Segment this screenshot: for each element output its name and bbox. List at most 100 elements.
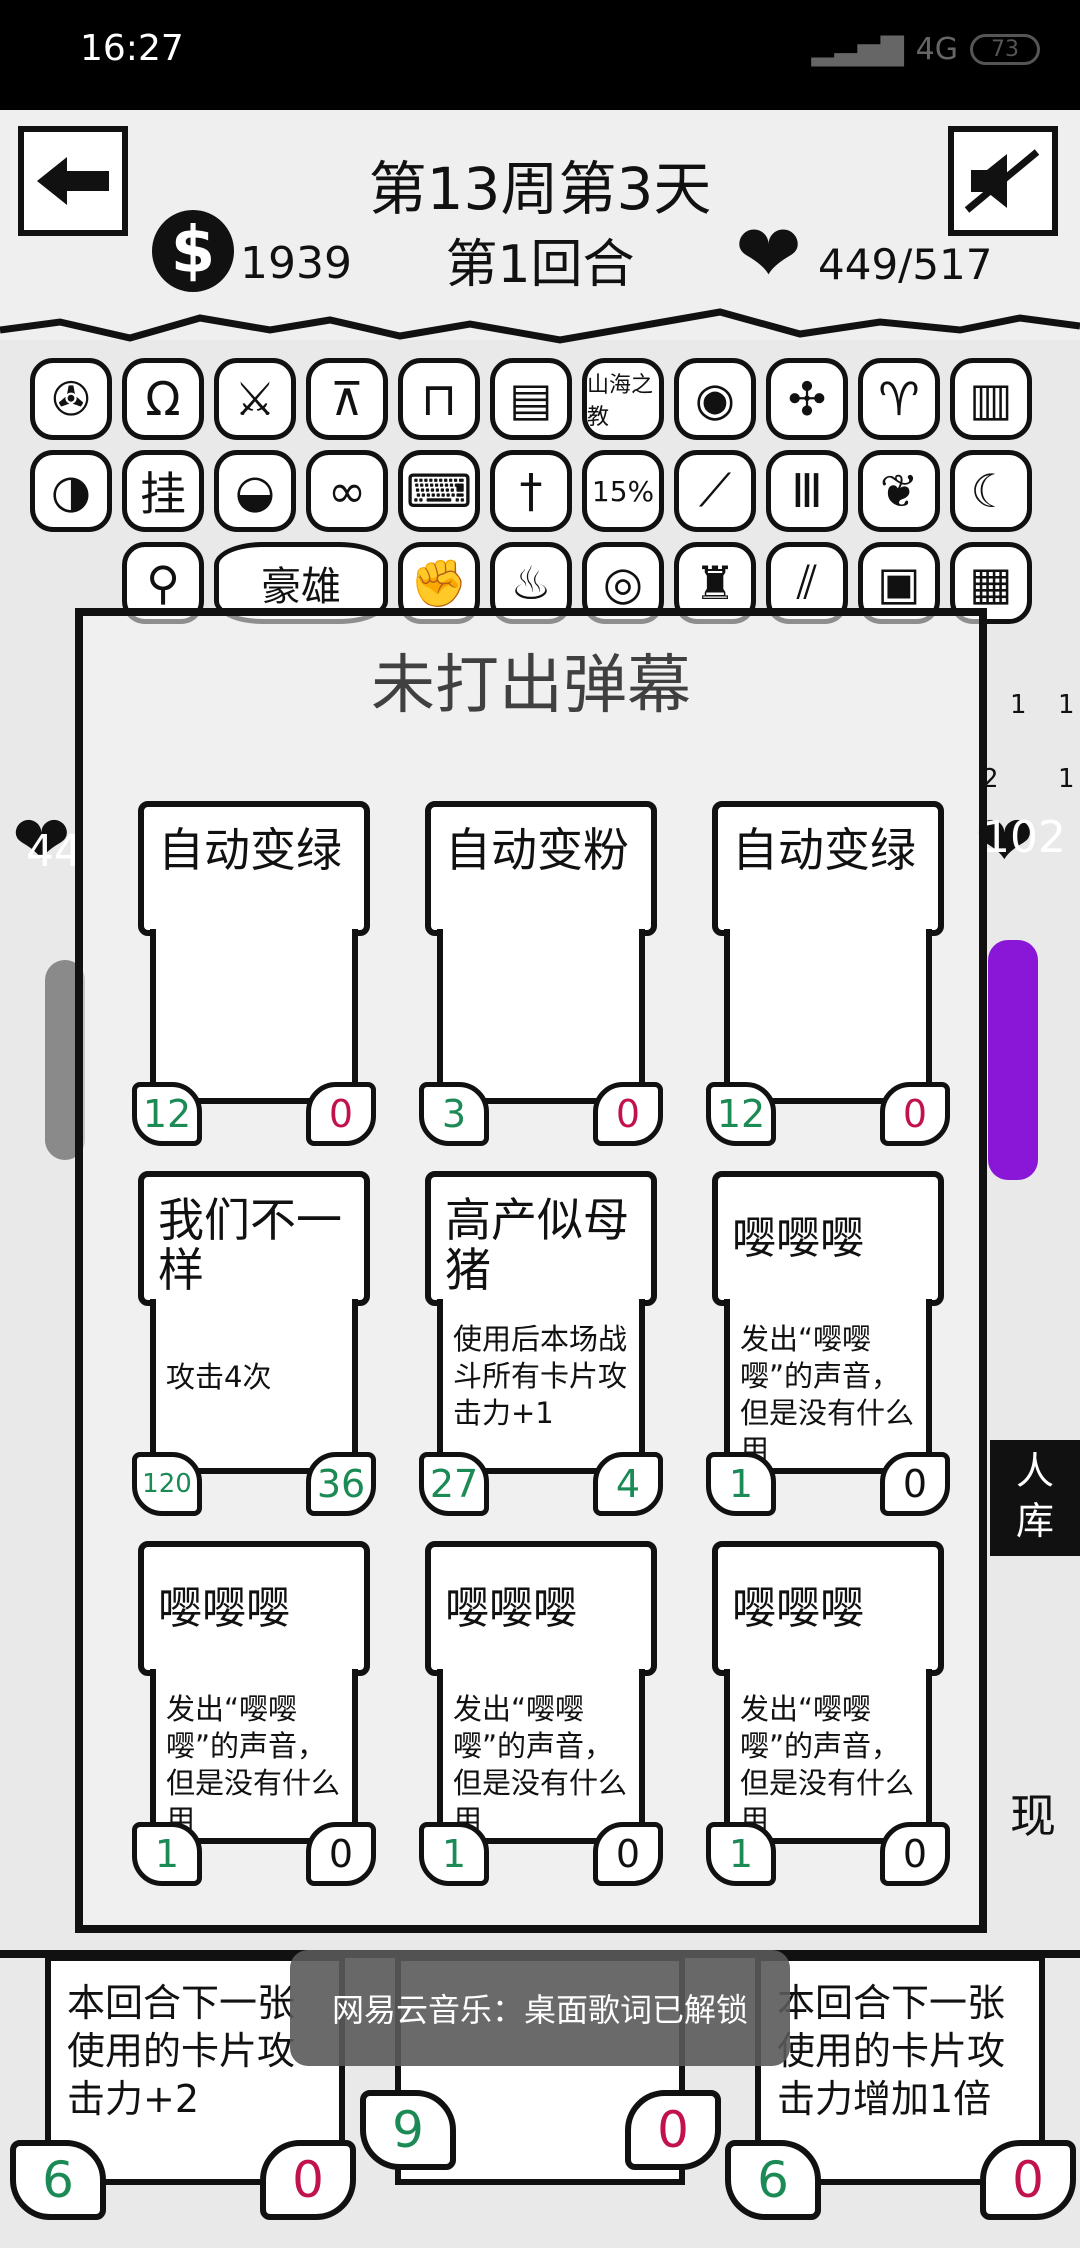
toast-message: 网易云音乐：桌面歌词已解锁 [290,1950,790,2066]
card-attack: 1 [706,1822,776,1886]
status-icons: ▂▃▅▇ 4G 73 [811,32,1040,67]
hand-card-2-attack: 6 [725,2140,821,2220]
card-cost: 0 [880,1082,950,1146]
gua-icon[interactable]: 挂 [122,450,204,532]
card-cost: 0 [306,1082,376,1146]
sweater-icon[interactable]: ♈ [858,358,940,440]
battery-icon: 73 [970,34,1040,65]
battery-level: 73 [991,37,1019,62]
heart-icon: ❤ [735,207,803,300]
card-1[interactable]: 自动变粉 3 0 [419,801,663,1146]
card-attack: 12 [706,1082,776,1146]
card-0[interactable]: 自动变绿 12 0 [132,801,376,1146]
keyboard-icon[interactable]: ⌨ [398,450,480,532]
unplayed-cards-panel: 未打出弹幕 自动变绿 12 0 自动变粉 3 0 自动变绿 12 0 我们不一样… [75,608,987,1933]
card-title: 自动变绿 [138,801,370,936]
card-cost: 0 [593,1822,663,1886]
signal-icon: ▂▃▅▇ [811,32,904,67]
card-attack: 12 [132,1082,202,1146]
back-button[interactable] [18,126,128,236]
comb-icon[interactable]: Ⅲ [766,450,848,532]
enemy-right-body [988,940,1038,1180]
bowl-icon[interactable]: ◒ [214,450,296,532]
card-attack: 27 [419,1452,489,1516]
network-type: 4G [915,32,958,67]
card-6[interactable]: 嘤嘤嘤 发出“嘤嘤嘤”的声音，但是没有什么用 1 0 [132,1541,376,1886]
coin-icon: $ [152,210,234,292]
back-arrow-icon [37,157,109,205]
card-desc [150,929,358,1104]
armor-icon[interactable]: ▥ [950,358,1032,440]
card-8[interactable]: 嘤嘤嘤 发出“嘤嘤嘤”的声音，但是没有什么用 1 0 [706,1541,950,1886]
card-attack: 1 [132,1822,202,1886]
hand-card-desc: 本回合下一张使用的卡片攻击力+2 [67,1981,296,2121]
card-title: 嘤嘤嘤 [138,1541,370,1676]
hand-card-1-cost: 0 [625,2090,721,2170]
card-desc: 攻击4次 [150,1299,358,1474]
tag-text: 15% [591,474,655,508]
side-num-1: 1 [1010,690,1027,720]
card-desc [724,929,932,1104]
side-num-2: 1 [1058,690,1075,720]
storage-label-2: 库 [1015,1499,1054,1543]
vest-icon[interactable]: Ω [122,358,204,440]
book-icon[interactable]: ▤ [490,358,572,440]
side-num-4: 1 [1058,764,1075,794]
shirt-icon[interactable]: ⊼ [306,358,388,440]
hand-card-2-cost: 0 [980,2140,1076,2220]
game-header: 第13周第3天 第1回合 $ 1939 ❤ 449/517 [0,110,1080,340]
gua-text: 挂 [140,467,186,521]
storage-button[interactable]: 人 库 [990,1440,1080,1556]
status-bar: 16:27 ▂▃▅▇ 4G 73 [0,0,1080,110]
knife-icon[interactable]: ⚔ [214,358,296,440]
card-2[interactable]: 自动变绿 12 0 [706,801,950,1146]
status-time: 16:27 [80,28,184,69]
sword-icon[interactable]: † [490,450,572,532]
fan-icon[interactable]: ✣ [766,358,848,440]
round-title: 第1回合 [445,235,635,295]
card-desc: 发出“嘤嘤嘤”的声音，但是没有什么用 [150,1669,358,1844]
panel-title: 未打出弹幕 [371,649,691,723]
blade-icon[interactable]: ⟋ [674,450,756,532]
bird-icon[interactable]: ❦ [858,450,940,532]
torn-edge-divider [0,308,1080,344]
wing-icon[interactable]: ☾ [950,450,1032,532]
hand-card-desc: 本回合下一张使用的卡片攻击力增加1倍 [777,1981,1006,2121]
card-title: 嘤嘤嘤 [712,1171,944,1306]
card-attack: 3 [419,1082,489,1146]
card-cost: 0 [593,1082,663,1146]
card-7[interactable]: 嘤嘤嘤 发出“嘤嘤嘤”的声音，但是没有什么用 1 0 [419,1541,663,1886]
card-title: 嘤嘤嘤 [425,1541,657,1676]
sound-muted-icon [964,149,1040,213]
hp-value: 449/517 [818,240,993,289]
note-icon[interactable]: 山海之教 [582,358,664,440]
card-3[interactable]: 我们不一样 攻击4次 120 36 [132,1171,376,1516]
card-cost: 0 [880,1822,950,1886]
card-desc: 发出“嘤嘤嘤”的声音，但是没有什么用 [724,1669,932,1844]
hand-card-1-attack: 9 [360,2090,456,2170]
tag-icon[interactable]: 15% [582,450,664,532]
enemy-left-hp: 44 [26,826,82,877]
week-day-title: 第13周第3天 [368,155,712,223]
card-4[interactable]: 高产似母猪 使用后本场战斗所有卡片攻击力+1 27 4 [419,1171,663,1516]
eye-icon[interactable]: ◉ [674,358,756,440]
card-title: 嘤嘤嘤 [712,1541,944,1676]
card-attack: 1 [706,1452,776,1516]
hand-card-0-attack: 6 [10,2140,106,2220]
glasses-icon[interactable]: ∞ [306,450,388,532]
mute-button[interactable] [948,126,1058,236]
card-desc: 发出“嘤嘤嘤”的声音，但是没有什么用 [724,1299,932,1474]
card-cost: 0 [880,1452,950,1516]
card-title: 我们不一样 [138,1171,370,1306]
item-inventory: ✇ Ω ⚔ ⊼ ⊓ ▤ 山海之教 ◉ ✣ ♈ ▥ ◑ 挂 ◒ ∞ ⌨ † 15%… [20,350,1060,780]
jar-icon[interactable]: ⊓ [398,358,480,440]
bike-icon[interactable]: ✇ [30,358,112,440]
ball-icon[interactable]: ◑ [30,450,112,532]
card-5[interactable]: 嘤嘤嘤 发出“嘤嘤嘤”的声音，但是没有什么用 1 0 [706,1171,950,1516]
hand-side-text-right: 现 [1010,1789,1056,1843]
card-cost: 0 [306,1822,376,1886]
note-text: 山海之教 [587,373,654,430]
money-value: 1939 [240,238,352,289]
card-title: 高产似母猪 [425,1171,657,1306]
storage-label-1: 人 [1015,1449,1054,1493]
